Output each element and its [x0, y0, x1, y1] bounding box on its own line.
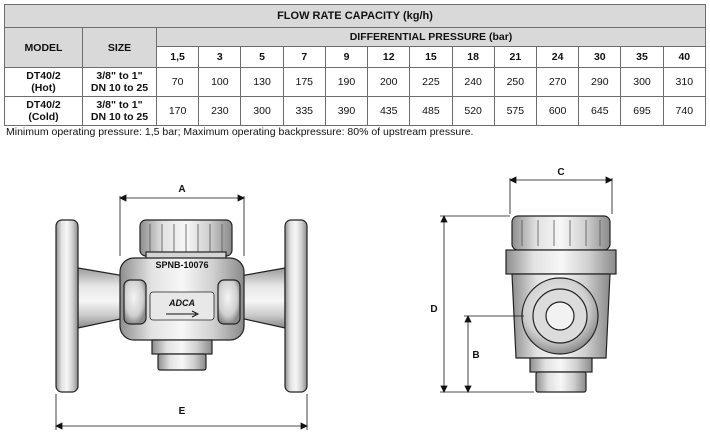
label-d: D [430, 304, 437, 315]
label-c: C [557, 167, 564, 178]
operating-note: Minimum operating pressure: 1,5 bar; Max… [6, 126, 474, 138]
flow-value-cell: 310 [662, 67, 707, 97]
flow-value-cell: 230 [198, 96, 242, 126]
side-view [505, 215, 617, 393]
pressure-header-cell: 21 [493, 46, 537, 68]
dimension-c [509, 176, 613, 214]
pressure-header-cell: 3 [198, 46, 242, 68]
flow-rate-table: FLOW RATE CAPACITY (kg/h) MODEL SIZE DIF… [4, 4, 707, 126]
side-cap [511, 215, 611, 251]
steam-trap-drawing: SPNB-10076 ADCA A E C [55, 167, 617, 430]
flow-value-cell: 130 [240, 67, 284, 97]
dimension-b [464, 315, 524, 393]
dimension-a [119, 194, 245, 256]
flow-value-cell: 645 [578, 96, 622, 126]
dimension-e [55, 394, 308, 430]
flow-value-cell: 225 [409, 67, 453, 97]
pressure-header-cell: 15 [409, 46, 453, 68]
flow-value-cell: 70 [155, 67, 200, 97]
label-a: A [178, 184, 185, 195]
flow-value-cell: 390 [324, 96, 369, 126]
flow-value-cell: 600 [535, 96, 580, 126]
dimension-d [440, 215, 534, 393]
flow-value-cell: 190 [324, 67, 369, 97]
embossed-code: SPNB-10076 [155, 260, 208, 270]
right-flange [284, 219, 308, 393]
label-e: E [179, 406, 186, 417]
size-inches: 3/8" to 1" [96, 99, 143, 111]
model-cell: DT40/2(Hot) [4, 67, 83, 97]
flow-value-cell: 240 [451, 67, 495, 97]
pressure-header-cell: 35 [620, 46, 664, 68]
pressure-header-cell: 18 [451, 46, 495, 68]
flow-value-cell: 175 [282, 67, 326, 97]
flow-value-cell: 290 [578, 67, 622, 97]
left-flange [55, 219, 79, 393]
model-name: DT40/2 [26, 70, 61, 82]
size-cell: 3/8" to 1"DN 10 to 25 [82, 67, 157, 97]
flow-value-cell: 575 [493, 96, 537, 126]
flow-value-cell: 485 [409, 96, 453, 126]
pressure-header-cell: 5 [240, 46, 284, 68]
flow-value-cell: 335 [282, 96, 326, 126]
model-cell: DT40/2(Cold) [4, 96, 83, 126]
pressure-header-cell: 1,5 [155, 46, 200, 68]
flow-value-cell: 250 [493, 67, 537, 97]
pressure-header-cell: 9 [324, 46, 369, 68]
size-column-header: SIZE [82, 27, 157, 68]
size-inches: 3/8" to 1" [96, 70, 143, 82]
flow-value-cell: 100 [198, 67, 242, 97]
flow-value-cell: 435 [367, 96, 411, 126]
pressure-column-header: DIFFERENTIAL PRESSURE (bar) [156, 27, 706, 47]
flow-value-cell: 300 [240, 96, 284, 126]
flow-value-cell: 695 [620, 96, 664, 126]
brand-logo: ADCA [168, 298, 195, 308]
size-dn: DN 10 to 25 [90, 82, 149, 94]
size-dn: DN 10 to 25 [90, 111, 149, 123]
flow-value-cell: 740 [662, 96, 707, 126]
pressure-header-cell: 7 [282, 46, 326, 68]
pressure-header-cell: 24 [535, 46, 580, 68]
flow-arrow-icon [166, 310, 200, 318]
flow-value-cell: 170 [155, 96, 200, 126]
model-variant: (Cold) [28, 111, 59, 123]
label-b: B [472, 350, 479, 361]
pressure-header-cell: 12 [367, 46, 411, 68]
pressure-header-cell: 30 [578, 46, 622, 68]
flow-value-cell: 520 [451, 96, 495, 126]
table-title: FLOW RATE CAPACITY (kg/h) [4, 4, 706, 28]
front-view [55, 219, 308, 393]
flow-value-cell: 270 [535, 67, 580, 97]
inlet-port-bore [545, 301, 575, 331]
pressure-header-cell: 40 [662, 46, 707, 68]
model-column-header: MODEL [4, 27, 83, 68]
model-name: DT40/2 [26, 99, 61, 111]
size-cell: 3/8" to 1"DN 10 to 25 [82, 96, 157, 126]
model-variant: (Hot) [31, 82, 56, 94]
flow-value-cell: 200 [367, 67, 411, 97]
flow-value-cell: 300 [620, 67, 664, 97]
